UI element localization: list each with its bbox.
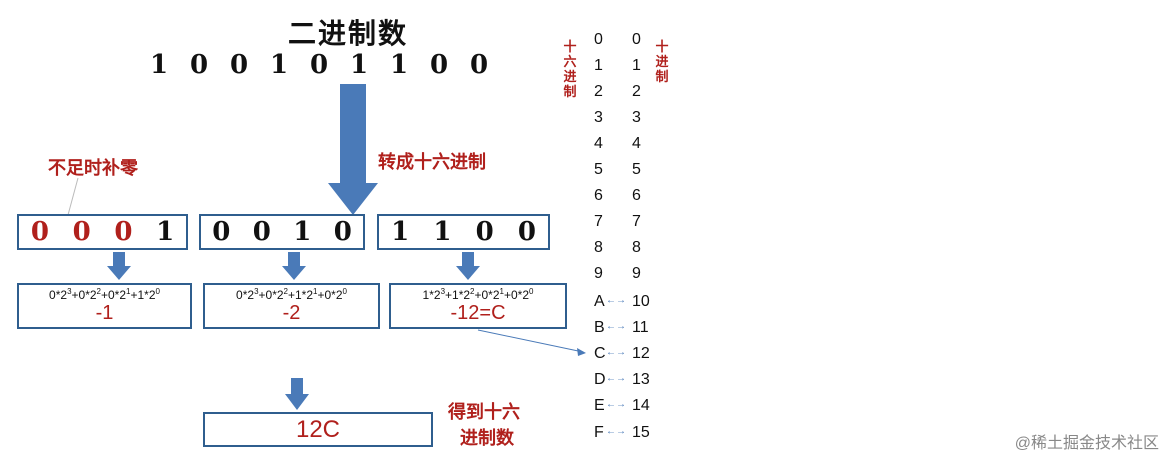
group-digit: 1 [156,217,175,247]
hex-vertical-label: 十六进制 [563,40,577,100]
binary-number-row: 1 0 0 1 0 1 1 0 0 [150,50,488,80]
binary-digit: 1 [350,50,369,80]
convert-hex-label: 转成十六进制 [378,152,486,173]
calc-expression: 1*23+1*22+0*21+0*20 [422,287,534,302]
binary-group-3: 1 1 0 0 [377,214,550,250]
double-arrow-icon: ←→ [606,373,626,384]
double-arrow-icon: ←→ [606,426,626,437]
group-digit: 0 [114,217,133,247]
pad-zero-label: 不足时补零 [48,158,138,179]
group-digit: 1 [391,217,410,247]
pad-leader-line [67,177,79,216]
calc-box-2: 0*23+0*22+1*21+0*20 -2 [203,283,380,329]
group-digit: 0 [475,217,494,247]
group-digit: 0 [72,217,91,247]
calc-result: -1 [95,302,114,324]
binary-digit: 0 [190,50,209,80]
pointer-arrowhead [577,348,586,356]
group-digit: 0 [252,217,271,247]
group-digit: 1 [293,217,312,247]
binary-digit: 0 [230,50,249,80]
diagram-title: 二进制数 [288,17,409,50]
result-label-line2: 进制数 [460,428,514,449]
dec-vertical-label: 十进制 [655,40,669,85]
watermark: @稀土掘金技术社区 [1014,435,1159,452]
group-digit: 0 [517,217,536,247]
big-down-arrow [328,84,378,215]
binary-digit: 1 [270,50,289,80]
calc-expression: 0*23+0*22+1*21+0*20 [236,287,347,302]
calc-box-1: 0*23+0*22+0*21+1*20 -1 [17,283,192,329]
calc-result: -2 [282,302,301,324]
binary-digit: 1 [390,50,409,80]
final-result-box: 12C [203,412,433,447]
group-digit: 0 [212,217,231,247]
double-arrow-icon: ←→ [606,399,626,410]
binary-digit: 0 [310,50,329,80]
binary-digit: 0 [470,50,489,80]
small-down-arrow [285,378,309,410]
binary-group-1: 0 0 0 1 [17,214,188,250]
group-digit: 1 [433,217,452,247]
binary-digit: 0 [430,50,449,80]
double-arrow-icon: ←→ [606,321,626,332]
calc-expression: 0*23+0*22+0*21+1*20 [49,287,160,302]
pointer-line [477,329,584,353]
small-down-arrow [282,252,306,280]
calc-box-3: 1*23+1*22+0*21+0*20 -12=C [389,283,567,329]
small-down-arrow [107,252,131,280]
calc-result: -12=C [450,302,506,324]
group-digit: 0 [333,217,352,247]
binary-group-2: 0 0 1 0 [199,214,365,250]
double-arrow-icon: ←→ [606,347,626,358]
double-arrow-icon: ←→ [606,295,626,306]
group-digit: 0 [30,217,49,247]
result-label-line1: 得到十六 [448,402,520,423]
binary-digit: 1 [150,50,169,80]
small-down-arrow [456,252,480,280]
